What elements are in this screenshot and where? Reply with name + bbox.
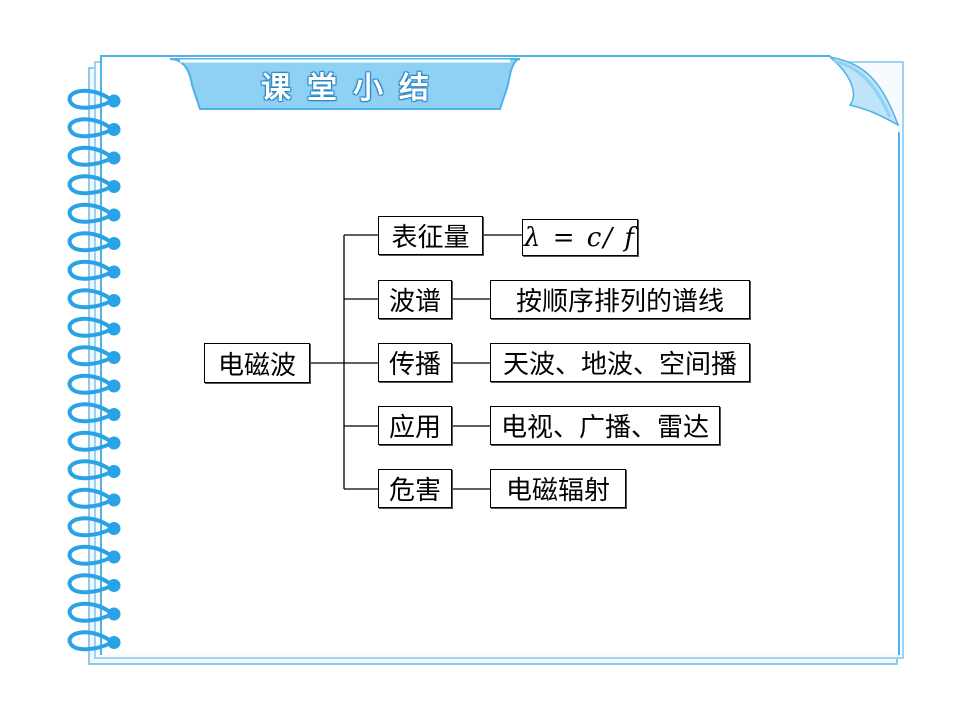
branch-node-hazard: 危害: [378, 469, 452, 508]
spiral-ring: [67, 174, 121, 196]
spiral-ring: [67, 544, 121, 566]
spiral-ring: [67, 288, 121, 310]
spiral-ring: [67, 316, 121, 338]
branch-node-propagation: 传播: [378, 343, 452, 382]
spiral-ring: [67, 430, 121, 452]
spiral-ring: [67, 202, 121, 224]
detail-node-spectrum: 按顺序排列的谱线: [490, 280, 750, 319]
detail-node-formula: λ = c/ f: [522, 219, 638, 256]
branch-node-application: 应用: [378, 406, 452, 445]
spiral-ring: [67, 231, 121, 253]
page-curl-icon: [830, 55, 900, 133]
spiral-ring: [67, 373, 121, 395]
detail-node-propagation: 天波、地波、空间播: [490, 343, 750, 382]
detail-node-hazard: 电磁辐射: [490, 469, 626, 508]
title-tab: [170, 58, 520, 110]
spiral-ring: [67, 630, 121, 652]
spiral-ring: [67, 459, 121, 481]
detail-node-application: 电视、广播、雷达: [490, 406, 720, 445]
spiral-ring: [67, 88, 121, 110]
spiral-binding-icon: [67, 88, 121, 652]
branch-node-spectrum: 波谱: [378, 280, 452, 319]
spiral-ring: [67, 487, 121, 509]
spiral-ring: [67, 145, 121, 167]
spiral-ring: [67, 573, 121, 595]
connector-lines: [310, 234, 522, 490]
spiral-ring: [67, 117, 121, 139]
root-node: 电磁波: [204, 343, 310, 383]
spiral-ring: [67, 345, 121, 367]
branch-node-quantity: 表征量: [378, 216, 483, 255]
page-title: 课堂小结: [261, 71, 445, 106]
spiral-ring: [67, 601, 121, 623]
spiral-ring: [67, 259, 121, 281]
spiral-ring: [67, 516, 121, 538]
spiral-ring: [67, 402, 121, 424]
concept-map: 电磁波 表征量 λ = c/ f 波谱 按顺序排列的谱线 传播 天波、地波、空间…: [196, 205, 768, 515]
